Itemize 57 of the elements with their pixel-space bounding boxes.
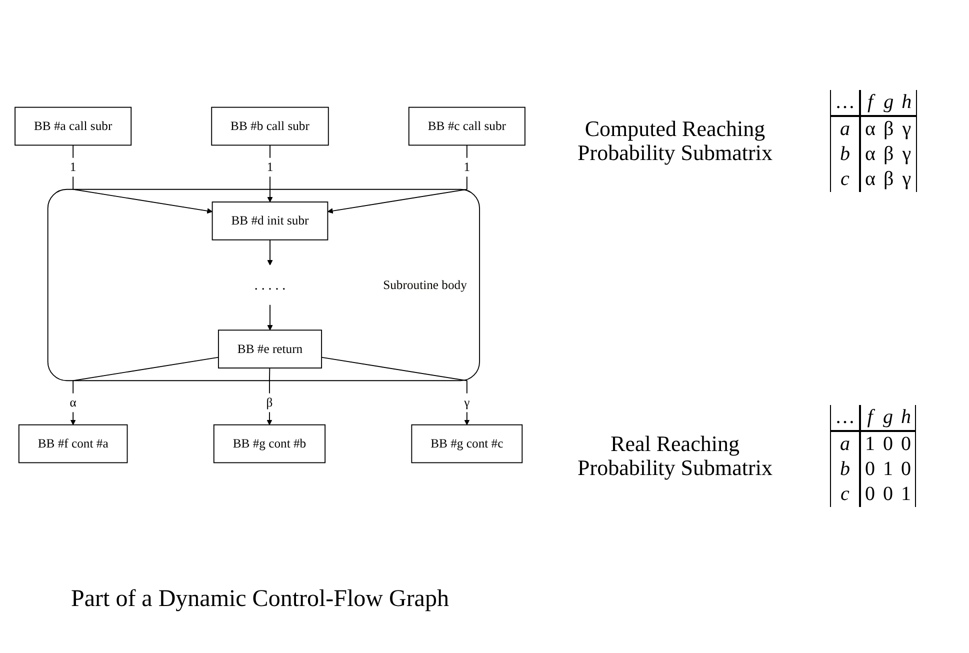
matrix-cell: γ [898,167,916,192]
matrix-title: Real Reaching Probability Submatrix [576,432,774,480]
matrix-cell: γ [898,142,916,167]
matrix-cell: 0 [897,457,916,482]
header-cell: h [897,405,916,431]
matrix-cell: α [860,167,880,192]
arrow [267,304,273,330]
matrix-cell: α [860,116,880,142]
matrix-cell: γ [898,116,916,142]
matrix-cell-text: β [882,142,895,167]
edge-label: α [70,396,76,410]
arrow [267,239,273,266]
header-cell: a [830,116,860,142]
header-cell: c [830,167,860,192]
node-box: BB #c call subr [408,106,526,146]
edge-label: β [266,396,273,410]
edge-label: 1 [70,160,76,174]
matrix-cell: 0 [897,431,916,457]
matrix-cell: 0 [860,457,879,482]
arrow [321,356,470,426]
matrix-title: Computed Reaching Probability Submatrix [576,117,774,165]
matrix-cell-text: β [882,167,895,192]
header-cell: g [879,90,898,116]
edge-label: 1 [266,160,274,174]
edge-label: γ [464,396,470,410]
arrow [72,144,213,214]
edge-label: 1 [464,160,470,174]
node-box: BB #d init subr [212,202,328,240]
matrix-cell-text: 0 [882,482,894,507]
arrow [327,144,468,214]
header-cell: c [830,482,860,507]
matrix-cell: 0 [860,482,879,507]
caption: Part of a Dynamic Control-Flow Graph [70,585,450,613]
header-cell: g [879,405,897,431]
node-box: BB #b call subr [211,106,329,146]
node-box: BB #g cont #b [213,424,326,464]
header-cell: f [860,90,880,116]
header-cell: b [830,142,860,167]
matrix-cell: α [860,142,880,167]
arrow [266,368,272,426]
node-box: BB #f cont #a [18,424,128,464]
node-box: BB #e return [218,330,322,368]
header-cell: b [830,457,860,482]
header-cell: h [898,90,916,116]
header-cell: f [860,405,879,431]
node-box: BB #a call subr [14,106,132,146]
arrow [70,356,219,426]
node-box: BB #g cont #c [411,424,523,464]
matrix-cell-text: 1 [882,457,894,482]
matrix-cell: β [879,116,898,142]
matrix-cell: 1 [897,482,916,507]
header-cell: … [830,405,860,431]
header-cell: … [830,90,860,116]
matrix-cell: 0 [879,431,897,457]
matrix-cell: 1 [860,431,879,457]
header-cell: a [830,431,860,457]
node-text: . . . . . [254,277,286,293]
